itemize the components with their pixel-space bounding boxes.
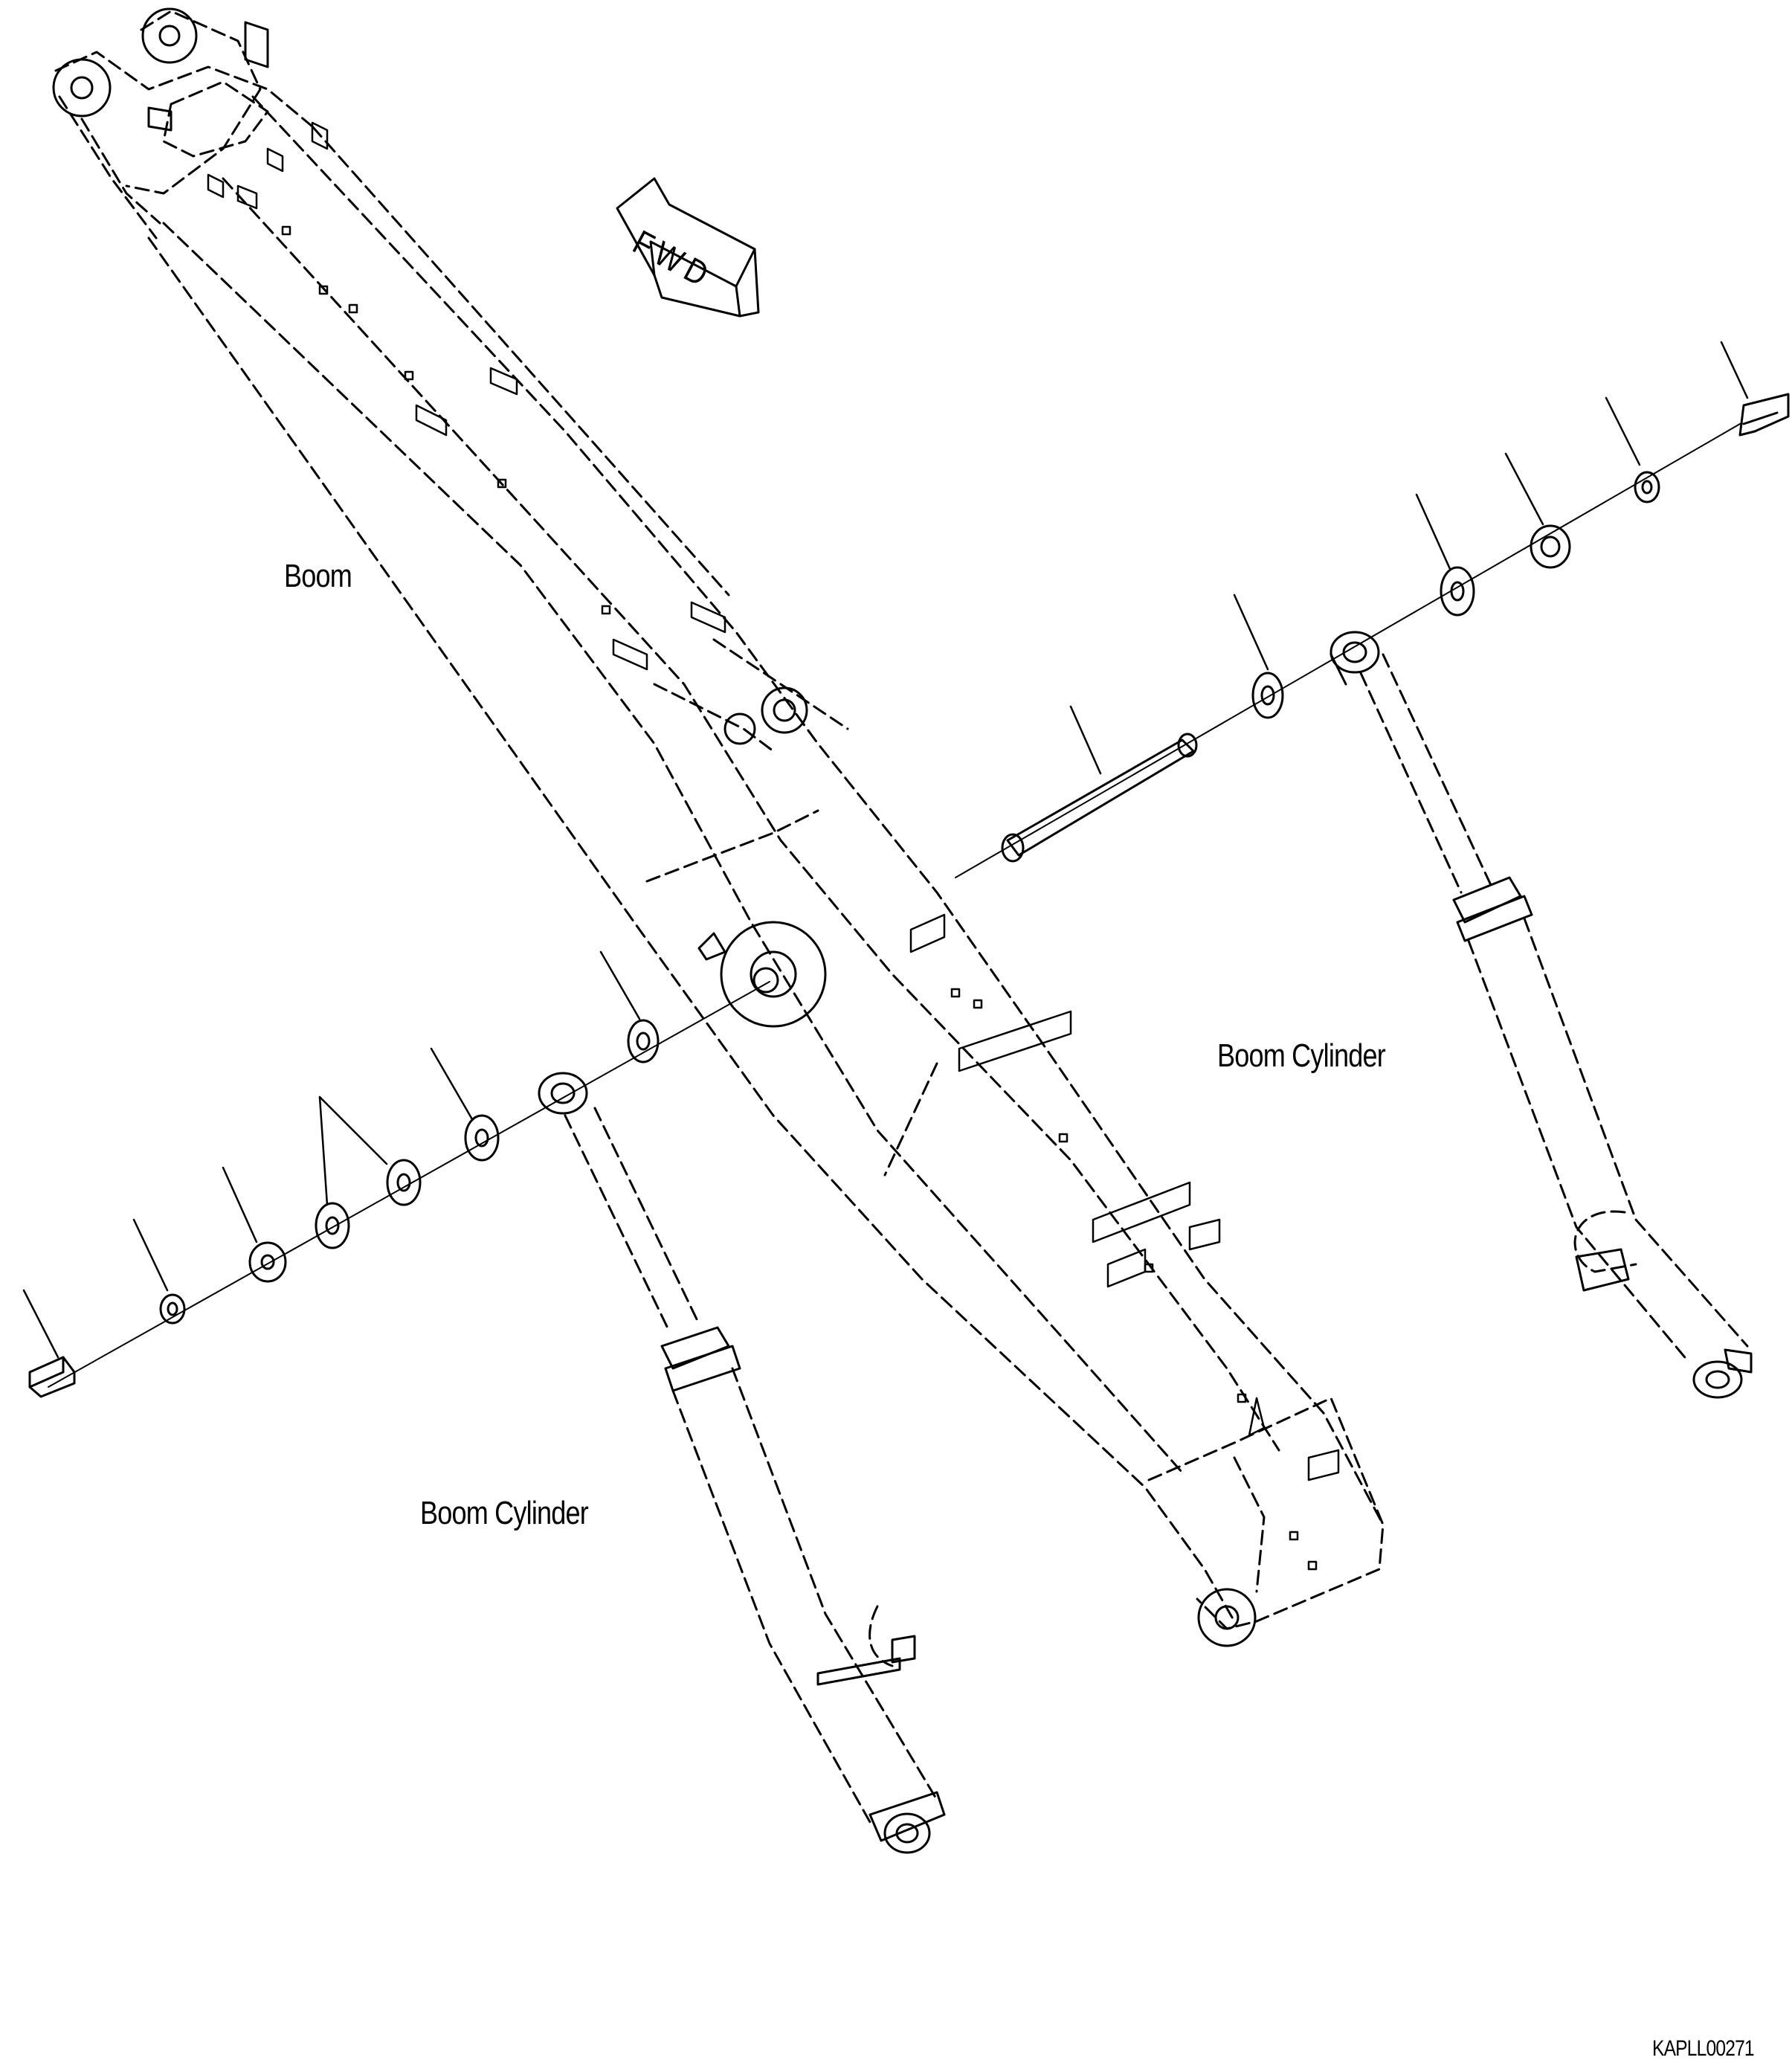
boom-pin-boss-mid [750, 950, 797, 998]
right-pin-axis [955, 423, 1741, 878]
left-washer-4 [315, 1202, 350, 1249]
right-pin-stack [955, 341, 1790, 878]
boom-foot-outline [1147, 1397, 1385, 1630]
left-boom-cylinder [538, 1072, 946, 1854]
left-washer-5 [248, 1241, 287, 1283]
left-cyl-hose [868, 1605, 894, 1667]
boom-head-pin-boss-left [52, 58, 112, 118]
left-cyl-gland [660, 1326, 730, 1370]
right-boom-cylinder [1330, 631, 1753, 1399]
right-washer-2 [1440, 566, 1475, 617]
boom-head-side2 [80, 118, 161, 225]
boom-outline-lower [147, 236, 1236, 1623]
right-cyl-bottom-eye [1692, 1360, 1743, 1399]
boom-head-plate [125, 10, 262, 195]
boom-assembly [52, 7, 1385, 1647]
leader-r4 [1504, 452, 1544, 526]
leader-l2 [430, 1047, 474, 1121]
right-cyl-gland [1452, 876, 1522, 924]
fwd-arrow [616, 177, 760, 318]
left-washer-2 [464, 1114, 500, 1162]
leader-l3 [318, 1095, 388, 1165]
boom-cylinder-mount-boss-left [723, 712, 756, 745]
left-cyl-bottom-eye [883, 1812, 931, 1854]
boom-mid-line [222, 177, 1280, 1452]
leader-r6 [1720, 341, 1749, 399]
drawing-code: KAPLL00271 [1652, 2036, 1755, 2061]
boom-clamps [207, 121, 1340, 1571]
left-washer-1 [627, 1019, 660, 1063]
boom-top-edge [311, 125, 730, 596]
leader-r2 [1233, 593, 1269, 671]
boom-cylinder-mount-boss-right [761, 686, 808, 734]
left-washer-3 [386, 1159, 422, 1206]
boom-knuckle-right [712, 638, 849, 730]
leader-l4 [318, 1095, 329, 1206]
left-cyl-rod [564, 1107, 700, 1333]
boom-center-diag [883, 1062, 938, 1177]
boom-inner-line [162, 222, 1184, 1474]
leader-l5 [222, 1166, 258, 1243]
left-cyl-barrel [671, 1367, 938, 1824]
right-washer-3 [1530, 524, 1571, 569]
right-washer-1 [1251, 672, 1284, 719]
boom-head-pin-boss-right [141, 7, 198, 64]
boom-label: Boom [284, 558, 352, 594]
boom-head-pin-hole-right [158, 25, 181, 47]
boom-pin-lug [697, 932, 726, 961]
right-cyl-rod [1359, 653, 1492, 894]
leader-l6 [132, 1218, 169, 1292]
leader-r5 [1605, 396, 1641, 466]
boom-foot-pin-hole [1214, 1605, 1240, 1630]
boom-pin-boss-inner [752, 967, 779, 994]
right-cyl-barrel [1467, 917, 1749, 1362]
left-cyl-clamp [816, 1657, 901, 1686]
boom-outline-upper [251, 95, 1385, 1526]
boom-head-pin-hole-left [70, 76, 94, 100]
right-cyl-rod-eye [1330, 631, 1380, 674]
leader-l7 [22, 1289, 59, 1359]
boom-pin-boss-outer [720, 921, 827, 1028]
left-washer-6 [159, 1293, 186, 1325]
boom-knuckle-left [653, 683, 775, 753]
left-pin-stack [22, 950, 770, 1398]
right-bolt [1738, 393, 1790, 437]
boom-cylinder-label-right: Boom Cylinder [1217, 1037, 1386, 1074]
left-cyl-rod-eye [538, 1072, 588, 1115]
leader-r1 [1069, 705, 1102, 775]
leader-r3 [1415, 493, 1451, 570]
boom-center-plate [645, 809, 819, 883]
right-cyl-hose [1573, 1210, 1637, 1273]
right-washer-4 [1634, 471, 1660, 503]
boom-cylinder-label-left: Boom Cylinder [420, 1495, 589, 1531]
fwd-arrow-face [616, 177, 756, 288]
boom-head-outline [54, 51, 314, 128]
right-pin [1006, 738, 1195, 857]
boom-foot-plate [1233, 1456, 1266, 1593]
boom-head-side [58, 95, 158, 239]
leader-l1 [599, 950, 641, 1020]
fwd-arrow-depth [735, 248, 760, 318]
boom-head-plate-inner [162, 80, 269, 158]
boom-foot-pin-boss [1197, 1588, 1257, 1647]
